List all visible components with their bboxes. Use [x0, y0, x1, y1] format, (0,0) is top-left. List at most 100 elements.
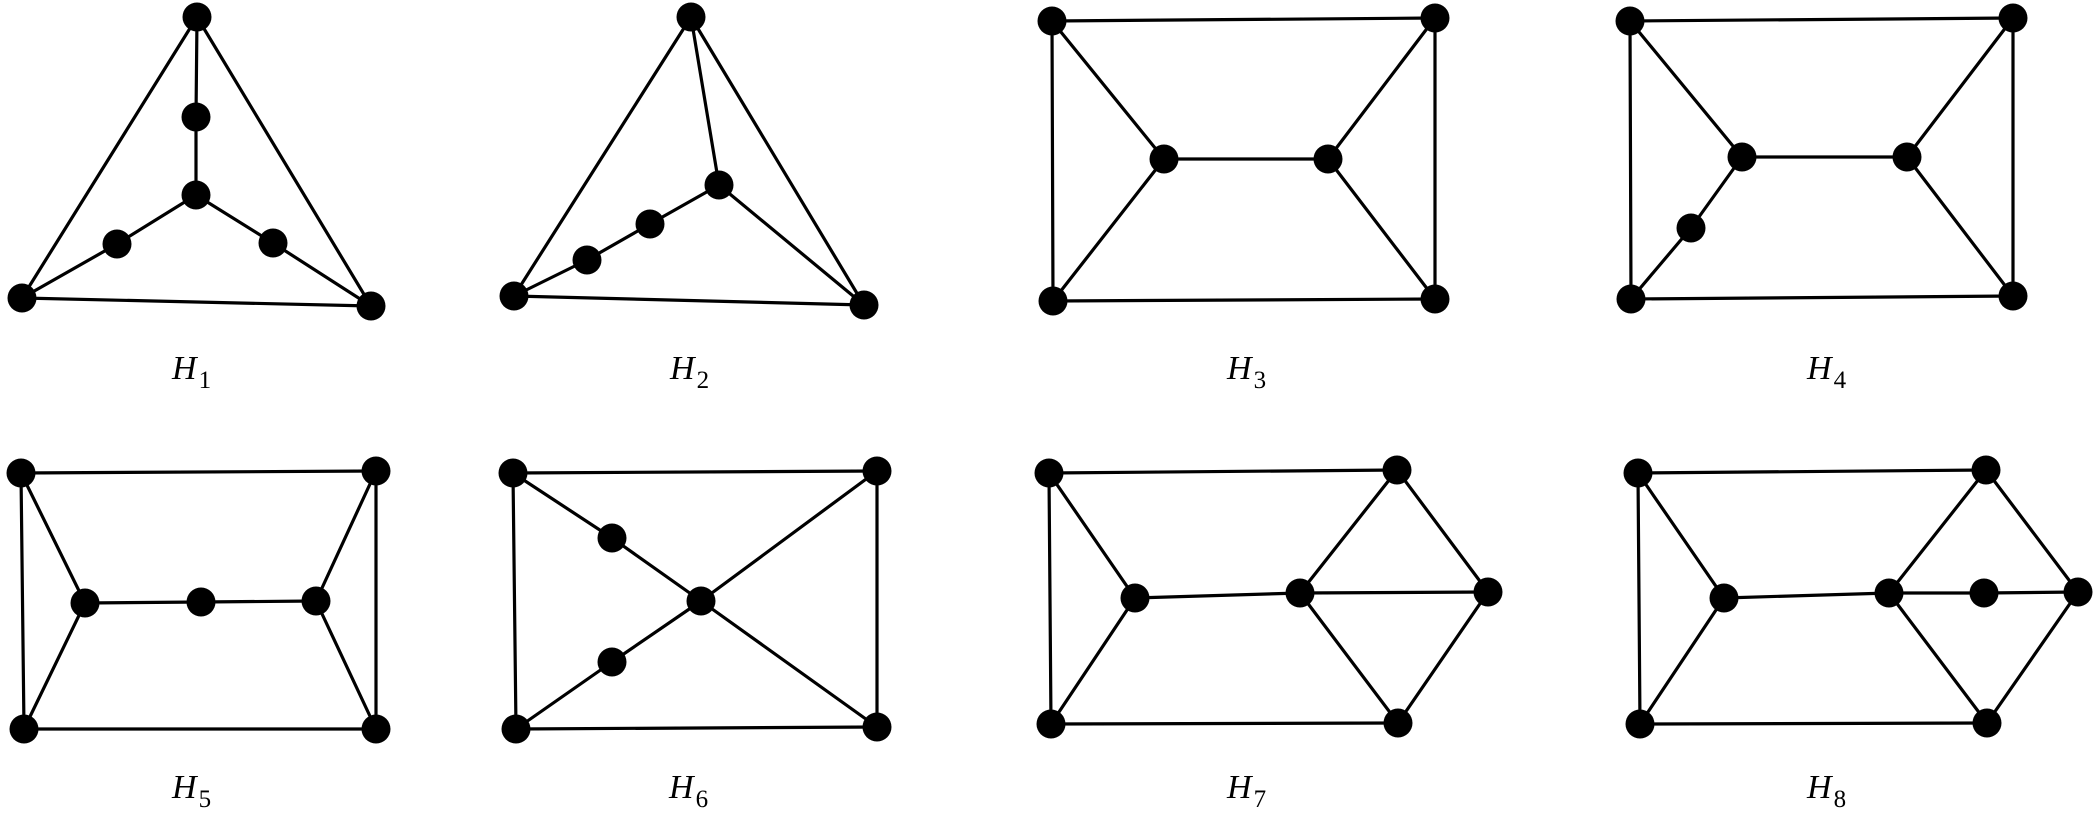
label-sub: 8	[1833, 786, 1847, 813]
vertex	[1616, 284, 1646, 314]
edge	[1050, 19, 1166, 161]
vertex	[1625, 709, 1655, 739]
edge	[1326, 157, 1437, 301]
label-h2: H2	[670, 352, 709, 394]
edge	[1636, 471, 1642, 726]
vertex	[1420, 3, 1450, 33]
vertex	[1892, 142, 1922, 172]
vertex	[849, 290, 879, 320]
vertex	[7, 283, 37, 313]
vertex	[1037, 6, 1067, 36]
label-main: H	[669, 769, 694, 806]
label-sub: 7	[1253, 786, 1267, 813]
edge	[1629, 226, 1693, 301]
edge	[22, 601, 87, 731]
edge	[1047, 468, 1399, 475]
label-h8: H8	[1807, 771, 1846, 813]
edge	[1905, 16, 2015, 159]
edge	[1887, 591, 1989, 725]
vertex	[2063, 577, 2093, 607]
vertex	[1382, 455, 1412, 485]
label-h4: H4	[1807, 350, 1846, 394]
edge	[83, 600, 203, 605]
edge	[1298, 591, 1400, 725]
edge	[20, 15, 199, 300]
vertex	[1998, 281, 2028, 311]
edge	[511, 471, 518, 731]
graph-h3	[1037, 3, 1450, 316]
label-main: H	[1227, 350, 1252, 387]
edge	[610, 536, 703, 603]
label-main: H	[172, 350, 197, 387]
edge	[511, 471, 614, 540]
edge	[1722, 591, 1891, 600]
vertex	[499, 281, 529, 311]
label-h5: H5	[172, 771, 211, 813]
graph-h8	[1623, 455, 2093, 739]
vertex	[704, 170, 734, 200]
edge	[1049, 721, 1400, 726]
vertex	[1036, 709, 1066, 739]
vertex	[182, 2, 212, 32]
graph-h1	[7, 2, 386, 321]
edge	[19, 471, 87, 605]
edge	[199, 599, 318, 604]
label-main: H	[1227, 769, 1252, 806]
label-sub: 3	[1253, 367, 1267, 394]
edge	[314, 469, 378, 603]
vertex	[1313, 144, 1343, 174]
vertex	[181, 180, 211, 210]
vertex	[572, 245, 602, 275]
edge	[1985, 590, 2080, 725]
edge	[1905, 155, 2015, 298]
vertex	[1969, 578, 1999, 608]
edge	[1636, 468, 1988, 475]
edge	[1628, 19, 1633, 301]
vertex	[597, 523, 627, 553]
vertex	[1676, 213, 1706, 243]
vertex	[862, 456, 892, 486]
graph-h2	[499, 2, 879, 320]
edge	[1887, 468, 1988, 595]
vertex	[1971, 455, 2001, 485]
edge	[1047, 471, 1053, 726]
label-sub: 4	[1833, 367, 1847, 394]
vertex	[501, 714, 531, 744]
vertex	[1998, 3, 2028, 33]
label-h7: H7	[1227, 769, 1266, 813]
edge	[511, 469, 879, 475]
edge	[1638, 596, 1726, 726]
edge	[717, 183, 866, 307]
vertex	[9, 714, 39, 744]
vertex	[258, 228, 288, 258]
edge	[1396, 590, 1490, 725]
vertex	[676, 2, 706, 32]
vertex	[1038, 286, 1068, 316]
edge	[194, 15, 199, 119]
vertex	[1615, 6, 1645, 36]
label-main: H	[1807, 350, 1832, 387]
edge	[512, 294, 866, 307]
vertex	[498, 458, 528, 488]
edge	[19, 471, 26, 731]
graph-h6	[498, 456, 892, 744]
graph-h7	[1034, 455, 1503, 739]
label-h6: H6	[669, 769, 708, 813]
edge	[1049, 596, 1137, 726]
edge	[699, 599, 879, 729]
vertex	[686, 586, 716, 616]
edge	[1628, 16, 2015, 23]
edge	[271, 241, 373, 308]
edge	[1982, 590, 2080, 595]
edge	[1638, 721, 1989, 726]
vertex	[1623, 458, 1653, 488]
vertex	[1874, 578, 1904, 608]
edge	[1050, 19, 1055, 303]
vertex	[862, 712, 892, 742]
vertex	[102, 229, 132, 259]
graph-h5	[6, 456, 391, 744]
label-h3: H3	[1227, 350, 1266, 394]
vertex	[1420, 284, 1450, 314]
edge	[115, 193, 198, 246]
vertex	[1149, 144, 1179, 174]
